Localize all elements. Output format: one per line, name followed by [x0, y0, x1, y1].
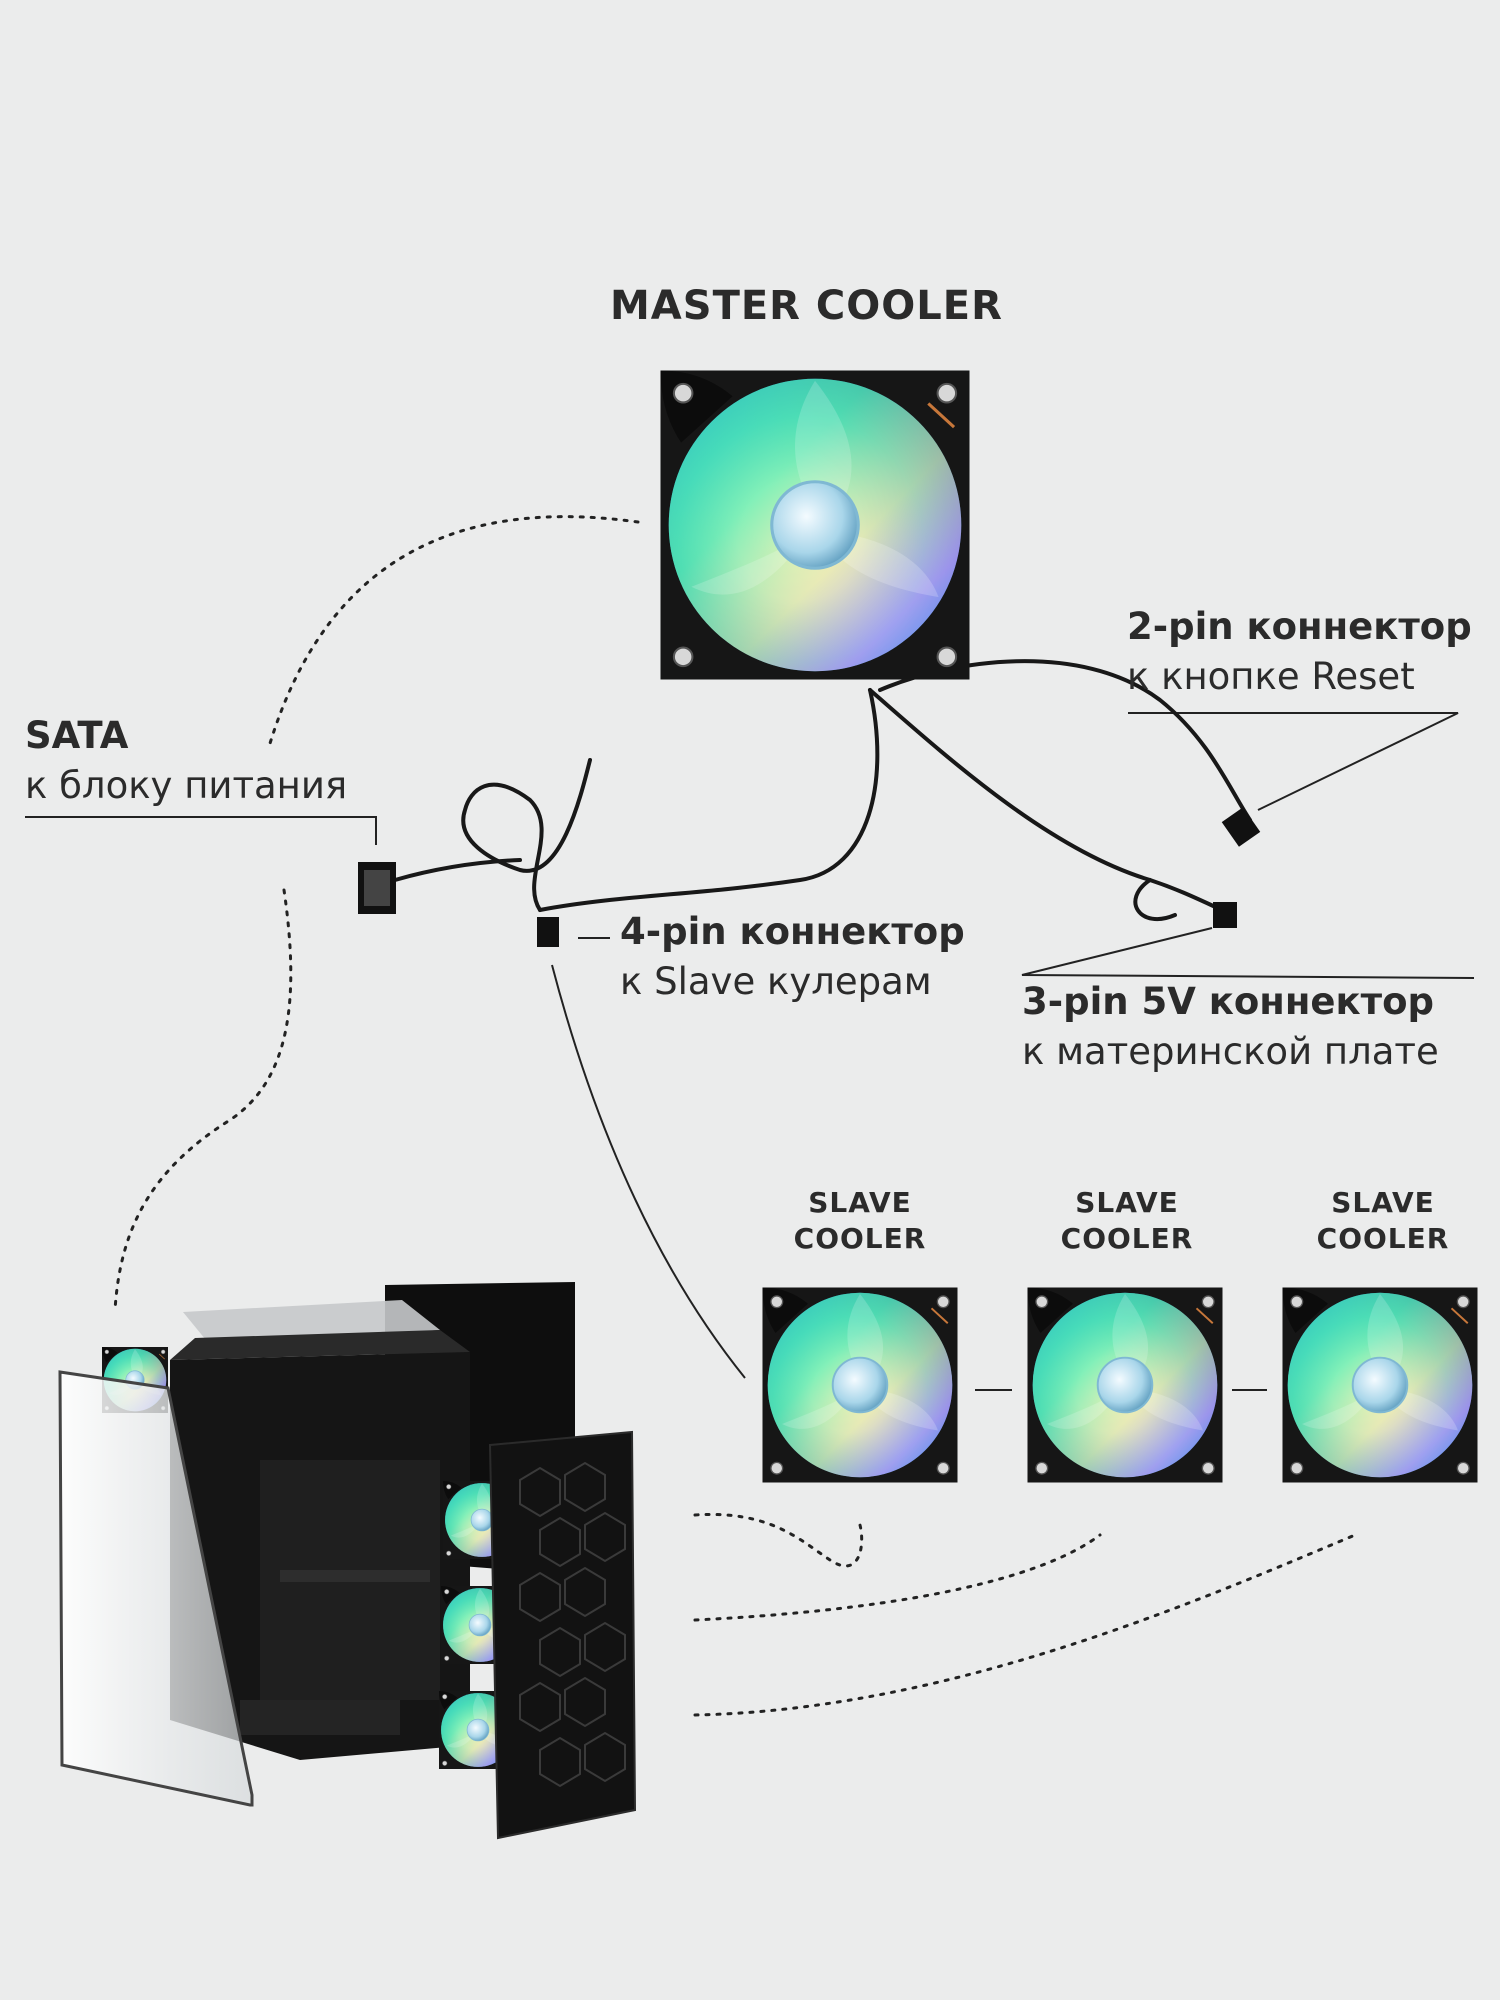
slave-cooler-label-1-line1: SLAVE — [808, 1186, 912, 1219]
4pin-connector — [537, 917, 559, 947]
slave-cooler-label-2-line2: COOLER — [1060, 1222, 1194, 1255]
master-fan-image — [658, 368, 972, 682]
pc-case-image — [58, 1282, 637, 1840]
reset-connector-subtitle: к кнопке Reset — [1127, 655, 1415, 698]
slave-cooler-label-3-line1: SLAVE — [1331, 1186, 1435, 1219]
4pin-connector-subtitle: к Slave кулерам — [620, 960, 932, 1003]
slave-cooler-label-2-line1: SLAVE — [1075, 1186, 1179, 1219]
leader-lines — [25, 712, 1475, 1391]
slave-fan-image-3 — [1281, 1286, 1479, 1484]
3pin-connector — [1213, 902, 1237, 928]
sata-subtitle: к блоку питания — [25, 764, 348, 807]
slave-cooler-label-3: SLAVE COOLER — [1283, 1185, 1483, 1257]
slave-cooler-label-1: SLAVE COOLER — [760, 1185, 960, 1257]
slave-cooler-label-2: SLAVE COOLER — [1027, 1185, 1227, 1257]
dotted-guides — [113, 515, 1357, 1717]
slave-fan-image-1 — [761, 1286, 959, 1484]
4pin-connector-title: 4-pin коннектор — [620, 910, 965, 953]
sata-connector — [358, 862, 396, 914]
cables — [393, 659, 1252, 922]
reset-connector-title: 2-pin коннектор — [1127, 605, 1472, 648]
slave-cooler-label-1-line2: COOLER — [793, 1222, 927, 1255]
2pin-connector — [1221, 807, 1261, 847]
sata-title: SATA — [25, 714, 129, 757]
slave-fan-image-2 — [1026, 1286, 1224, 1484]
3pin-connector-subtitle: к материнской плате — [1022, 1030, 1439, 1073]
slave-cooler-label-3-line2: COOLER — [1316, 1222, 1450, 1255]
3pin-connector-title: 3-pin 5V коннектор — [1022, 980, 1434, 1023]
master-cooler-title: MASTER COOLER — [610, 283, 1003, 329]
